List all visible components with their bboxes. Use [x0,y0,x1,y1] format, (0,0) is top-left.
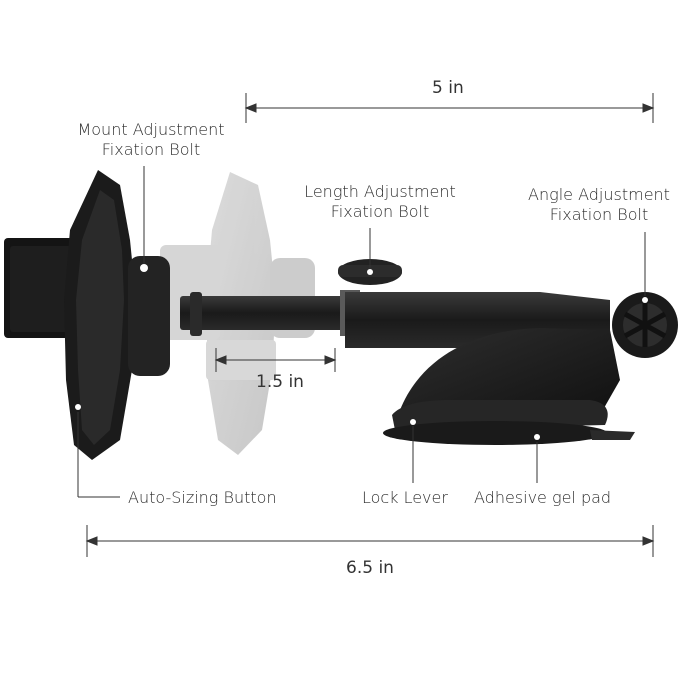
angle-adjustment-line1: Angle Adjustment [518,185,680,205]
angle-adjustment-label: Angle Adjustment Fixation Bolt [518,185,680,225]
dimension-total-label: 6.5 in [346,558,394,578]
lock-lever-label: Lock Lever [362,488,448,508]
angle-adjustment-bolt [612,292,678,358]
phone-cradle [4,170,170,460]
mount-adjustment-label: Mount Adjustment Fixation Bolt [62,120,240,160]
mount-adjustment-line1: Mount Adjustment [62,120,240,140]
length-adjustment-line1: Length Adjustment [290,182,470,202]
length-adjustment-label: Length Adjustment Fixation Bolt [290,182,470,222]
auto-sizing-label: Auto-Sizing Button [128,488,277,508]
adhesive-pad-marker [534,434,540,440]
dimension-top-label: 5 in [432,78,464,98]
adhesive-pad-label: Adhesive gel pad [474,488,611,508]
mount-adjustment-line2: Fixation Bolt [62,140,240,160]
lock-lever-marker [410,419,416,425]
length-adjustment-line2: Fixation Bolt [290,202,470,222]
dimension-extension-label: 1.5 in [256,372,304,392]
angle-adjustment-line2: Fixation Bolt [518,205,680,225]
